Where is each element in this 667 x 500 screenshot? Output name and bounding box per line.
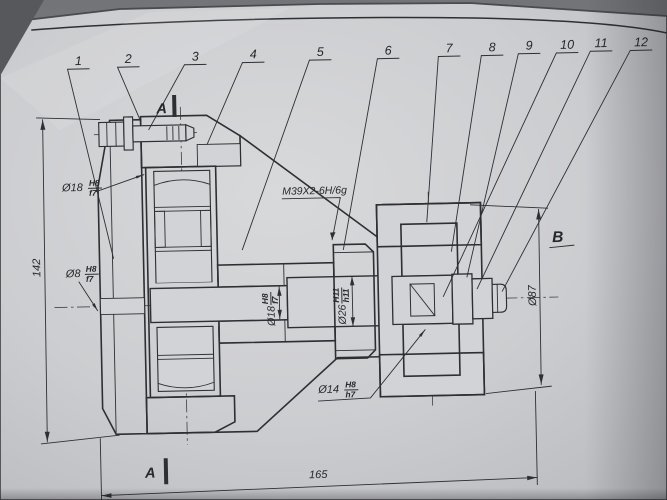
bolt-shank: [132, 124, 187, 143]
svg-text:Ø26: Ø26: [337, 304, 349, 325]
bolt: [98, 116, 195, 151]
bearing-cap-bottom: [145, 395, 236, 435]
assembly-drawing: 1 2 3 4 5 6 7 8 9 10 11 12: [31, 35, 653, 500]
dim-label-d14: Ø14 H8 h7: [317, 379, 359, 399]
bolt-tip: [185, 123, 195, 142]
svg-text:h11: h11: [341, 288, 351, 302]
paper-corner-shadow: [0, 0, 44, 76]
svg-text:142: 142: [31, 259, 43, 278]
svg-text:Ø87: Ø87: [527, 284, 539, 307]
svg-text:f7: f7: [89, 188, 97, 198]
callout-10: 10: [560, 38, 574, 52]
section-markers: A A B: [144, 94, 575, 485]
thread-dim-label: M39X2-6H/6g: [282, 184, 347, 197]
shaft-tip: [491, 283, 508, 313]
dim-label-d18-shaft: Ø18 H8 f7: [260, 292, 280, 327]
dimension-lines: [36, 117, 552, 500]
svg-text:H8: H8: [89, 178, 100, 188]
svg-text:f7: f7: [270, 296, 280, 304]
bolt-head: [98, 121, 125, 148]
svg-text:Ø18: Ø18: [266, 306, 278, 327]
callout-6: 6: [385, 43, 392, 57]
dimension-labels: M39X2-6H/6g Ø18 H8 f7 Ø8 H8 f7 Ø14 H8 h7: [31, 178, 539, 482]
shaft: [149, 274, 394, 329]
bottom-edge-shadow: [0, 488, 667, 500]
callout-8: 8: [489, 40, 496, 54]
callout-7: 7: [446, 41, 454, 55]
callout-4: 4: [250, 47, 257, 61]
svg-text:f7: f7: [86, 274, 94, 284]
bearing-stack-lower: [156, 325, 215, 392]
bolt-washer: [122, 116, 134, 151]
section-a-top-label: A: [155, 101, 167, 117]
section-a-bottom-label: A: [144, 465, 156, 481]
dim-label-d8-left: Ø8 H8 f7: [65, 264, 99, 284]
bore-washer: [409, 283, 436, 317]
svg-text:Ø8: Ø8: [65, 268, 82, 280]
dim-label-142: 142: [31, 259, 43, 278]
dim-label-165: 165: [309, 469, 328, 481]
right-roller-section: [375, 201, 508, 398]
right-edge-shadow: [585, 0, 667, 500]
callout-balloons: 1 2 3 4 5 6 7 8 9 10 11 12: [67, 35, 653, 70]
svg-text:H8: H8: [86, 264, 97, 274]
svg-text:h7: h7: [345, 389, 355, 399]
svg-text:H11: H11: [331, 287, 341, 302]
dim-label-d26-shaft: Ø26 H11 h11: [331, 287, 351, 325]
svg-text:Ø14: Ø14: [317, 384, 339, 396]
svg-text:H8: H8: [260, 293, 270, 304]
light-reflection: [0, 8, 290, 130]
callout-5: 5: [317, 45, 324, 59]
callout-2: 2: [124, 52, 132, 66]
svg-text:Ø18: Ø18: [61, 182, 84, 194]
dim-label-d87: Ø87: [527, 284, 539, 307]
disc-center-hole: [99, 297, 146, 316]
callout-3: 3: [192, 49, 199, 63]
callout-9: 9: [526, 38, 533, 52]
callout-1: 1: [75, 54, 82, 68]
svg-text:H8: H8: [345, 379, 356, 389]
section-a-bottom-mark: [163, 458, 169, 485]
bearing-stack-upper: [153, 169, 213, 284]
dim-label-d18-left: Ø18 H8 f7: [61, 178, 103, 198]
view-b-label: B: [552, 229, 564, 246]
